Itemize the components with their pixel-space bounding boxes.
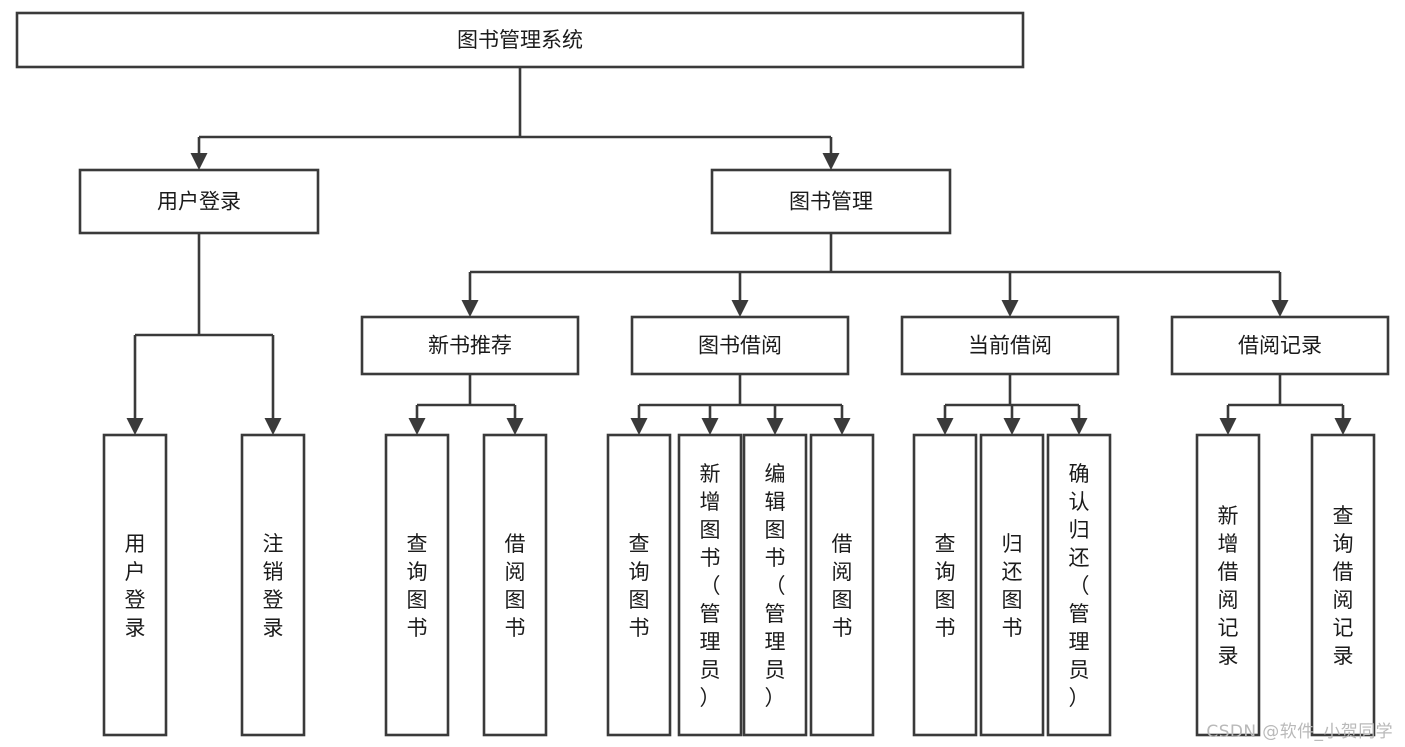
node-图书管理系统-root[interactable]: 图书管理系统 <box>15 11 1025 69</box>
arrow-head-icon <box>833 418 851 435</box>
node-图书管理-l2-label: 图书管理 <box>789 190 873 214</box>
node-查询图书-leaf-box[interactable] <box>912 433 978 737</box>
arrow-head-icon <box>936 418 954 435</box>
node-新书推荐-l3-label: 新书推荐 <box>428 334 512 358</box>
node-归还图书-leaf-box[interactable] <box>979 433 1045 737</box>
node-图书借阅-l3-label: 图书借阅 <box>698 334 782 358</box>
node-新书推荐-l3[interactable]: 新书推荐 <box>360 315 580 376</box>
node-layer: 图书管理系统用户登录图书管理用户登录注销登录新书推荐查询图书借阅图书图书借阅查询… <box>15 11 1390 737</box>
node-新增借阅记录-leaf-label: 新增借阅记录 <box>1218 504 1239 668</box>
node-查询借阅记录-leaf[interactable]: 查询借阅记录 <box>1310 433 1376 737</box>
node-注销登录-leaf-label: 注销登录 <box>263 532 284 640</box>
node-确认归还管理员-leaf-label: 确认归还（管理员） <box>1069 462 1090 710</box>
node-借阅图书-leaf[interactable]: 借阅图书 <box>482 433 548 737</box>
node-新增借阅记录-leaf-box[interactable] <box>1195 433 1261 737</box>
node-归还图书-leaf-label: 归还图书 <box>1002 532 1023 640</box>
node-借阅图书-leaf-box[interactable] <box>482 433 548 737</box>
node-用户登录-l2-label: 用户登录 <box>157 190 241 214</box>
node-查询借阅记录-leaf-label: 查询借阅记录 <box>1333 504 1354 668</box>
arrow-head-icon <box>190 153 208 170</box>
node-当前借阅-l3[interactable]: 当前借阅 <box>900 315 1120 376</box>
node-借阅图书-leaf-label: 借阅图书 <box>505 532 526 640</box>
node-注销登录-leaf[interactable]: 注销登录 <box>240 433 306 737</box>
node-归还图书-leaf[interactable]: 归还图书 <box>979 433 1045 737</box>
node-查询图书-leaf-label: 查询图书 <box>629 532 650 640</box>
node-借阅图书-leaf-box[interactable] <box>809 433 875 737</box>
node-借阅图书-leaf-label: 借阅图书 <box>832 532 853 640</box>
node-用户登录-l2[interactable]: 用户登录 <box>78 168 320 235</box>
arrow-head-icon <box>506 418 524 435</box>
node-图书管理系统-root-label: 图书管理系统 <box>457 28 583 52</box>
node-编辑图书管理员-leaf-box[interactable] <box>742 433 808 737</box>
node-图书管理系统-root-box[interactable] <box>15 11 1025 69</box>
arrow-head-icon <box>701 418 719 435</box>
node-查询图书-leaf-label: 查询图书 <box>407 532 428 640</box>
node-借阅记录-l3-label: 借阅记录 <box>1238 334 1322 358</box>
node-注销登录-leaf-box[interactable] <box>240 433 306 737</box>
arrow-head-icon <box>1219 418 1237 435</box>
arrow-head-icon <box>1001 300 1019 317</box>
node-新增图书管理员-leaf-box[interactable] <box>677 433 743 737</box>
node-查询图书-leaf[interactable]: 查询图书 <box>606 433 672 737</box>
node-新书推荐-l3-box[interactable] <box>360 315 580 376</box>
arrow-head-icon <box>822 153 840 170</box>
arrow-head-icon <box>1003 418 1021 435</box>
node-确认归还管理员-leaf[interactable]: 确认归还（管理员） <box>1046 433 1112 737</box>
node-图书借阅-l3[interactable]: 图书借阅 <box>630 315 850 376</box>
node-借阅记录-l3-box[interactable] <box>1170 315 1390 376</box>
arrow-head-icon <box>766 418 784 435</box>
node-图书管理-l2[interactable]: 图书管理 <box>710 168 952 235</box>
node-查询图书-leaf-box[interactable] <box>606 433 672 737</box>
node-查询借阅记录-leaf-box[interactable] <box>1310 433 1376 737</box>
node-图书管理-l2-box[interactable] <box>710 168 952 235</box>
csdn-watermark: CSDN @软件_小贺同学 <box>1206 722 1393 742</box>
arrow-head-icon <box>264 418 282 435</box>
node-借阅记录-l3[interactable]: 借阅记录 <box>1170 315 1390 376</box>
node-查询图书-leaf-label: 查询图书 <box>935 532 956 640</box>
node-图书借阅-l3-box[interactable] <box>630 315 850 376</box>
arrow-head-icon <box>731 300 749 317</box>
arrow-head-icon <box>408 418 426 435</box>
node-用户登录-l2-box[interactable] <box>78 168 320 235</box>
node-用户登录-leaf-box[interactable] <box>102 433 168 737</box>
node-当前借阅-l3-box[interactable] <box>900 315 1120 376</box>
arrow-head-icon <box>1070 418 1088 435</box>
arrow-head-icon <box>126 418 144 435</box>
node-编辑图书管理员-leaf[interactable]: 编辑图书（管理员） <box>742 433 808 737</box>
node-新增借阅记录-leaf[interactable]: 新增借阅记录 <box>1195 433 1261 737</box>
arrow-head-icon <box>630 418 648 435</box>
node-确认归还管理员-leaf-box[interactable] <box>1046 433 1112 737</box>
node-新增图书管理员-leaf-label: 新增图书（管理员） <box>700 462 721 710</box>
node-查询图书-leaf-box[interactable] <box>384 433 450 737</box>
arrow-head-icon <box>461 300 479 317</box>
node-新增图书管理员-leaf[interactable]: 新增图书（管理员） <box>677 433 743 737</box>
connector-layer <box>126 67 1352 435</box>
node-借阅图书-leaf[interactable]: 借阅图书 <box>809 433 875 737</box>
node-查询图书-leaf[interactable]: 查询图书 <box>912 433 978 737</box>
arrow-head-icon <box>1334 418 1352 435</box>
node-查询图书-leaf[interactable]: 查询图书 <box>384 433 450 737</box>
arrow-head-icon <box>1271 300 1289 317</box>
node-编辑图书管理员-leaf-label: 编辑图书（管理员） <box>765 462 786 710</box>
node-当前借阅-l3-label: 当前借阅 <box>968 334 1052 358</box>
node-用户登录-leaf[interactable]: 用户登录 <box>102 433 168 737</box>
node-用户登录-leaf-label: 用户登录 <box>125 532 146 640</box>
